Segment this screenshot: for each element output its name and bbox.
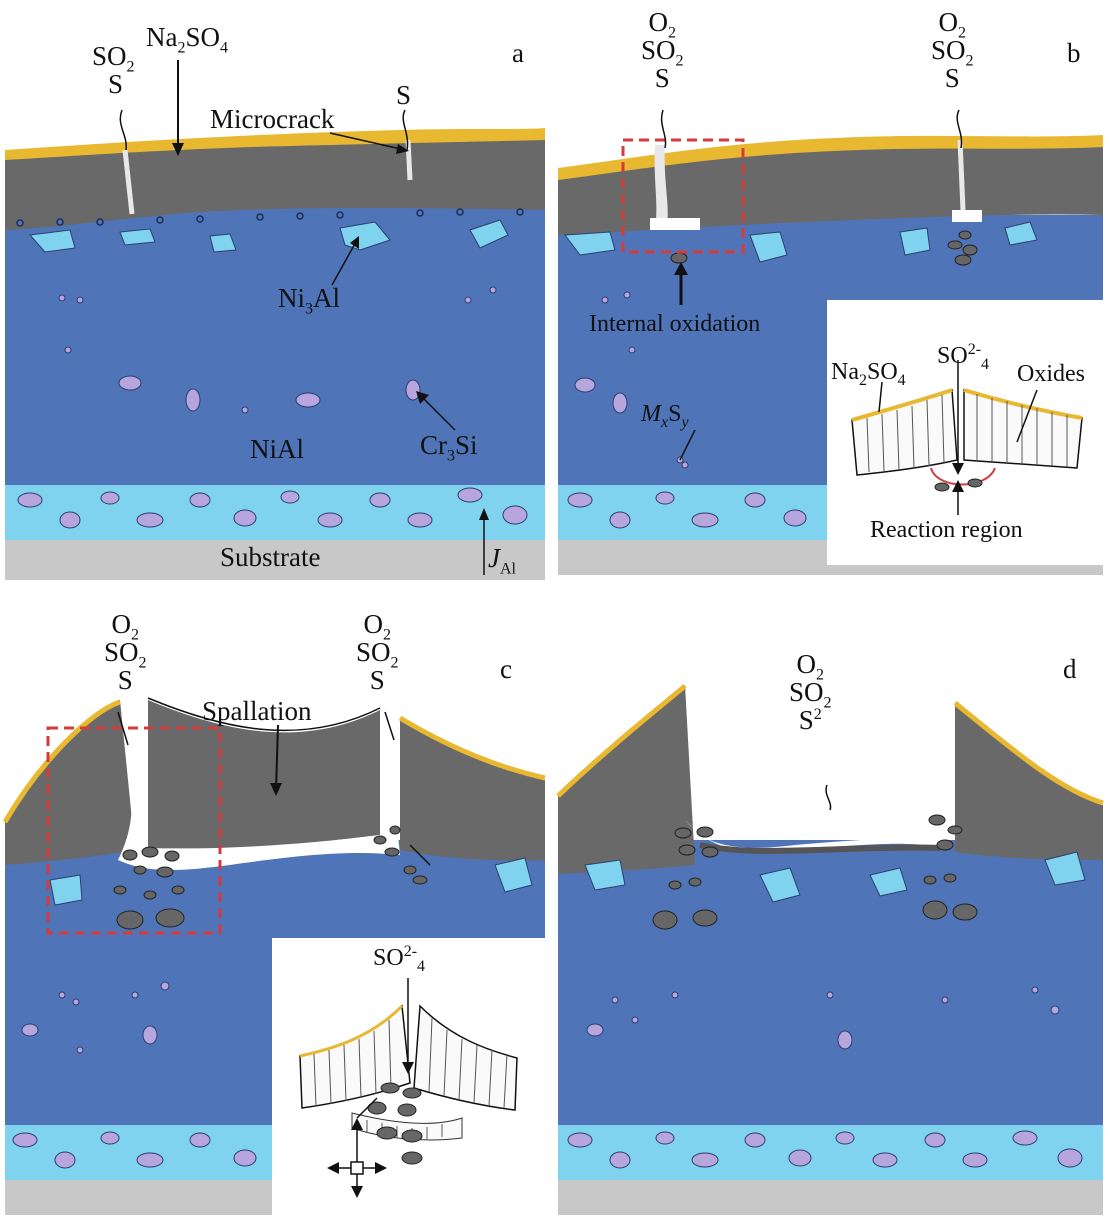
idz-precipitates (17, 487, 528, 529)
panel-c: SO2-4 O2 SO2 S O2 SO2 S c Spallation (0, 600, 555, 1217)
microcrack-right (405, 139, 413, 181)
crack-s-label: S (396, 80, 412, 110)
na2so4-label: Na2SO4 (146, 22, 228, 57)
panel-a-drawing (5, 60, 545, 580)
jal-label: JAl (488, 543, 516, 578)
panel-c-letter: c (500, 654, 512, 684)
inset-oxides-label: Oxides (1017, 361, 1085, 387)
ni3al-arrow (331, 239, 358, 286)
panel-c-gases-right: O2 SO2 S (356, 609, 399, 695)
microcrack-arrow (329, 132, 406, 151)
c-inset-sulfate-label: SO2-4 (373, 943, 426, 975)
inset-sulfate-label: SO2-4 (937, 341, 990, 373)
panel-b-inset: Na2SO4 SO2-4 Oxides Reaction region (827, 300, 1111, 565)
panel-b-gases-right: O2 SO2 S (931, 7, 974, 93)
highlight-box (621, 138, 745, 254)
crack-s-squiggle (402, 109, 409, 151)
panel-d-letter: d (1063, 654, 1077, 684)
panel-b-letter: b (1067, 38, 1081, 68)
salt-deposit (5, 128, 545, 160)
mxsy-label: MxSy (641, 401, 689, 431)
panel-b: Na2SO4 SO2-4 Oxides Reaction region O2 S… (555, 0, 1111, 590)
panel-b-gases-left: O2 SO2 S (641, 7, 684, 93)
panel-a: SO2 S Na2SO4 S Microcrack a Ni3Al NiAl C… (0, 0, 555, 590)
coating-layer (5, 200, 545, 490)
gas-squiggle (119, 109, 127, 151)
spallation-label: Spallation (202, 696, 312, 726)
microcrack-left (122, 149, 135, 215)
ni3al-label: Ni3Al (278, 283, 340, 318)
panel-d: O2 SO2 S2 d (555, 600, 1111, 1217)
substrate-layer (5, 540, 545, 580)
interdiffusion-zone (5, 485, 545, 540)
panel-c-gases-left: O2 SO2 S (104, 609, 147, 695)
panel-d-gases: O2 SO2 S2 (789, 649, 832, 735)
panel-c-inset: SO2-4 (272, 938, 545, 1217)
interface-voids (16, 208, 524, 227)
cr3si-label: Cr3Si (420, 430, 478, 465)
substrate-label: Substrate (220, 542, 321, 572)
reaction-region-label: Reaction region (870, 517, 1023, 543)
panel-d-drawing (556, 684, 1104, 1215)
internal-oxidation-label: Internal oxidation (589, 311, 761, 337)
nial-label: NiAl (250, 434, 304, 464)
inset-na2so4-label: Na2SO4 (831, 359, 906, 389)
cr3si-arrow (419, 394, 456, 431)
panel-a-letter: a (512, 38, 524, 68)
panel-a-gases: SO2 S (92, 41, 135, 99)
microcrack-label: Microcrack (210, 104, 335, 134)
cr3si-precipitates (58, 286, 497, 414)
